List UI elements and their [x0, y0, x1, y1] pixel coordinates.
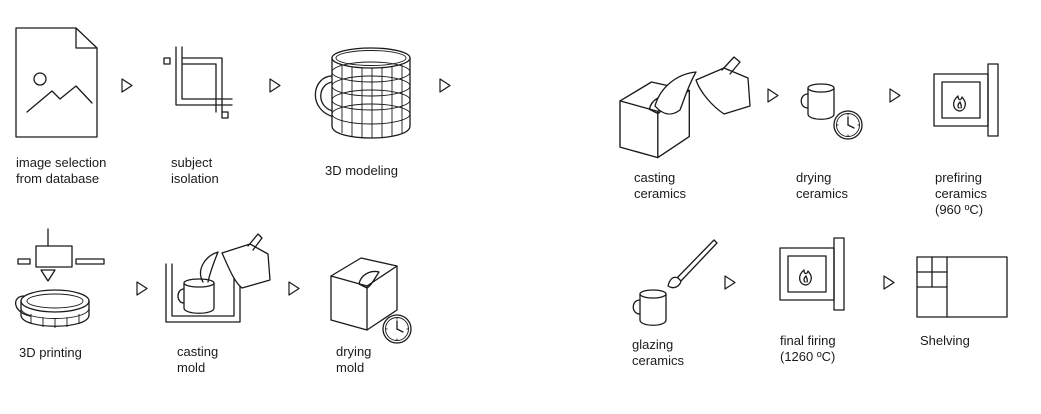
step-label-subject-isolation: subject isolation	[171, 155, 219, 186]
step-label-shelving: Shelving	[920, 333, 970, 348]
3d-printer-icon	[15, 228, 105, 328]
arrow-3-icon	[439, 78, 451, 93]
pouring-mold-icon	[165, 233, 271, 323]
step-label-3d-printing: 3D printing	[19, 345, 82, 360]
arrow-1-icon	[121, 78, 133, 93]
crop-icon	[163, 46, 233, 119]
step-label-image-selection: image selection from database	[16, 155, 107, 186]
step-label-drying-mold: drying mold	[336, 344, 372, 375]
pouring-mold-block-icon	[619, 56, 751, 159]
arrow-9-icon	[883, 275, 895, 290]
arrow-6-icon	[767, 88, 779, 103]
wireframe-mug-icon	[314, 47, 411, 139]
step-label-casting-ceramics: casting ceramics	[634, 170, 687, 201]
arrow-7-icon	[889, 88, 901, 103]
step-label-casting-mold: casting mold	[177, 344, 219, 375]
arrow-5-icon	[288, 281, 300, 296]
step-label-drying-ceramics: drying ceramics	[796, 170, 849, 201]
arrow-2-icon	[269, 78, 281, 93]
image-file-icon	[15, 27, 98, 138]
step-label-final-firing: final firing (1260 ºC)	[780, 333, 836, 364]
mold-block-clock-icon	[330, 257, 412, 344]
mug-clock-icon	[800, 83, 863, 140]
step-label-glazing-ceramics: glazing ceramics	[632, 337, 685, 368]
shelf-grid-icon	[916, 256, 1008, 318]
arrow-4-icon	[136, 281, 148, 296]
mug-brush-icon	[632, 239, 718, 326]
kiln-icon	[933, 63, 999, 137]
step-label-prefiring-ceramics: prefiring ceramics (960 ºC)	[935, 170, 988, 217]
step-label-3d-modeling: 3D modeling	[325, 163, 398, 178]
arrow-8-icon	[724, 275, 736, 290]
kiln-icon	[779, 237, 845, 311]
